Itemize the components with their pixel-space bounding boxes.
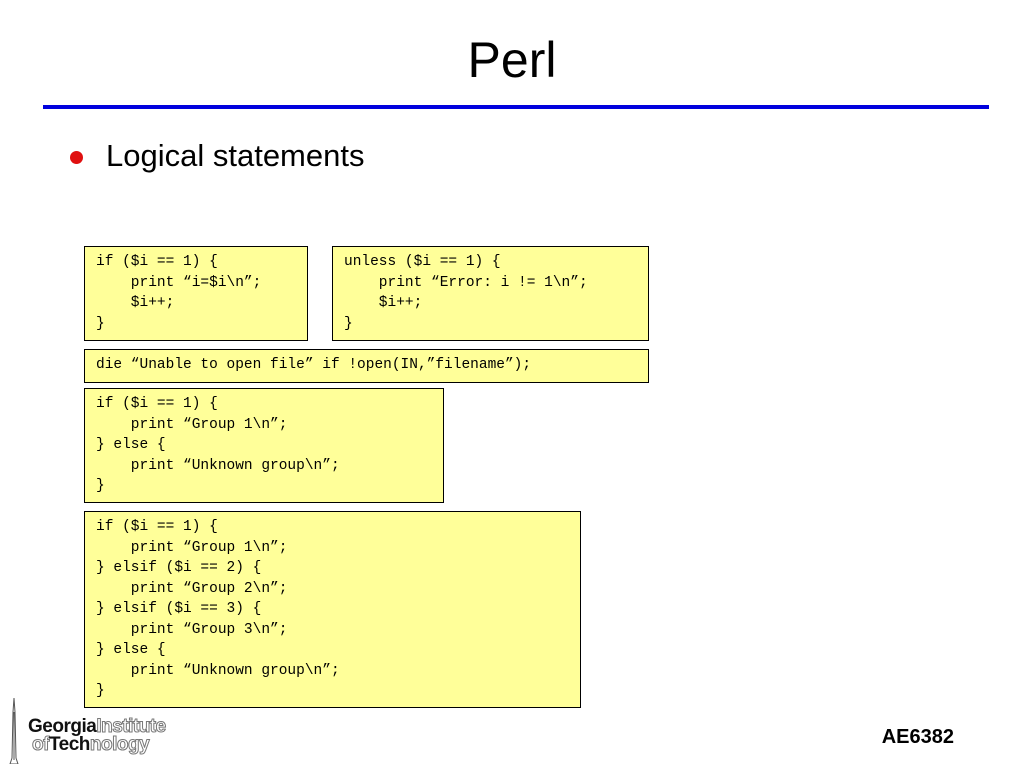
code-text: if ($i == 1) { print “Group 1\n”; } else…	[96, 396, 340, 494]
code-text: if ($i == 1) { print “i=$i\n”; $i++; }	[96, 254, 262, 332]
title-divider	[43, 105, 989, 109]
bullet-icon	[70, 151, 83, 164]
bullet-text: Logical statements	[106, 138, 365, 173]
logo-nology: nology	[89, 734, 150, 755]
code-text: if ($i == 1) { print “Group 1\n”; } elsi…	[96, 519, 340, 699]
code-box-if: if ($i == 1) { print “i=$i\n”; $i++; }	[84, 246, 308, 341]
code-box-die: die “Unable to open file” if !open(IN,”f…	[84, 349, 649, 383]
code-text: unless ($i == 1) { print “Error: i != 1\…	[344, 254, 588, 332]
course-code: AE6382	[881, 726, 954, 748]
logo-line-2: ofTechnology	[32, 734, 151, 755]
logo-institute: Institute	[96, 716, 167, 737]
campanile-tower-icon	[9, 698, 19, 764]
code-text: die “Unable to open file” if !open(IN,”f…	[96, 357, 532, 373]
code-box-if-else: if ($i == 1) { print “Group 1\n”; } else…	[84, 388, 444, 503]
logo-of: of	[32, 734, 50, 755]
code-box-if-elsif: if ($i == 1) { print “Group 1\n”; } elsi…	[84, 511, 581, 708]
logo-tech: Tech	[48, 734, 90, 755]
logo-georgia: Georgia	[28, 716, 97, 737]
georgia-tech-logo: GeorgiaInstitute ofTechnology	[6, 698, 216, 764]
code-box-unless: unless ($i == 1) { print “Error: i != 1\…	[332, 246, 649, 341]
slide-title: Perl	[467, 32, 557, 88]
logo-line-1: GeorgiaInstitute	[28, 716, 167, 737]
